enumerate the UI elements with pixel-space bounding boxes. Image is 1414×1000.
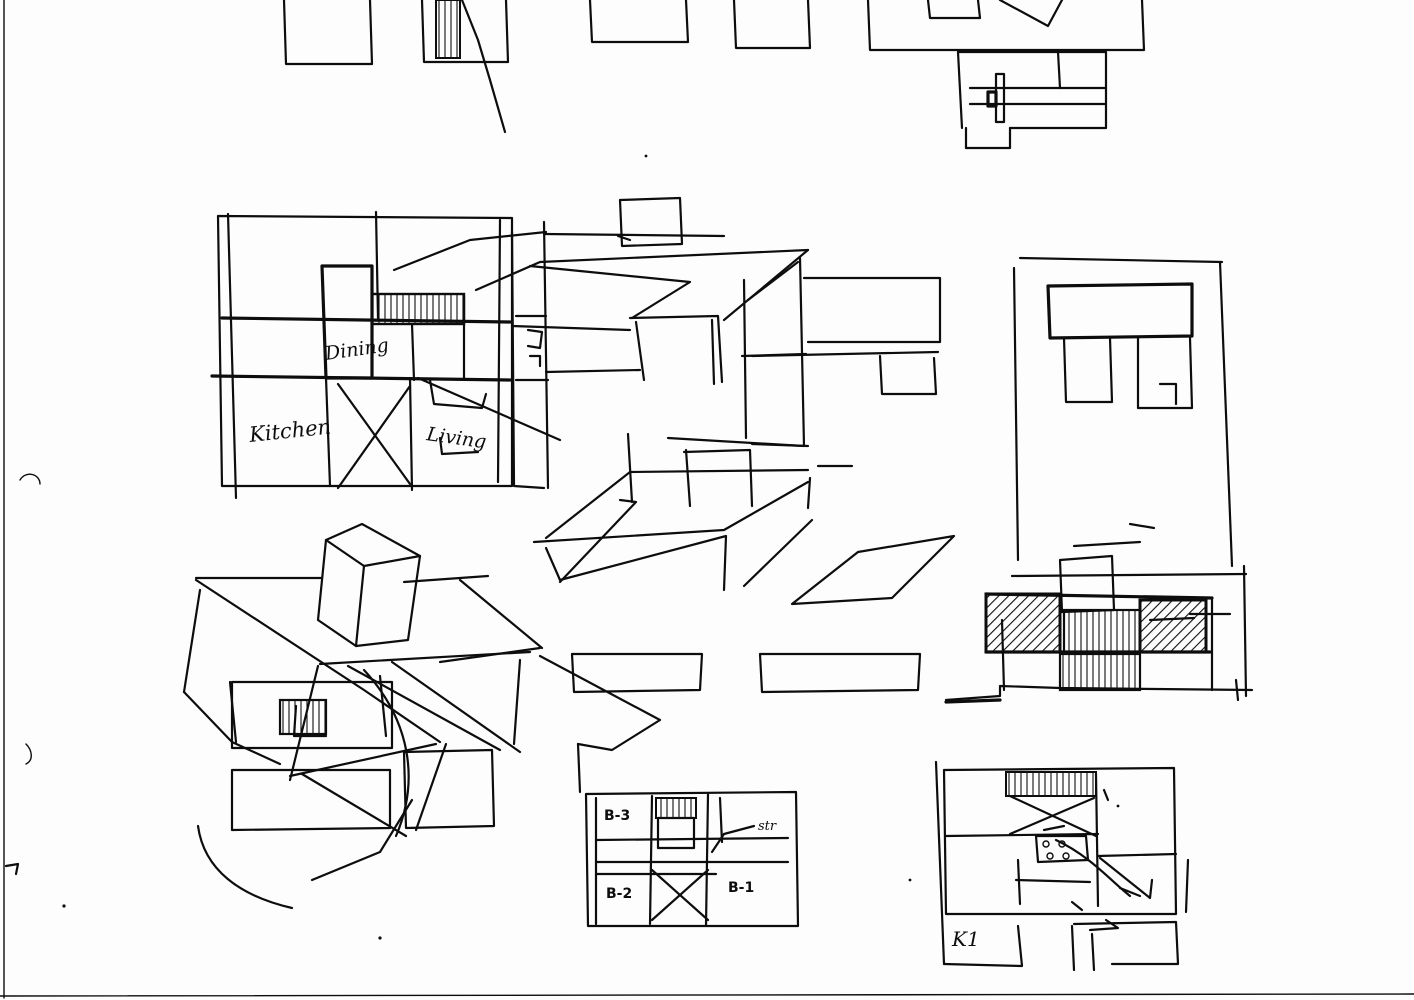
room-b3-label: B-3 [604, 808, 630, 824]
floor-plan-k1: K1 [934, 760, 1190, 972]
floor-plan-bedrooms: B-3 B-2 B-1 str [584, 790, 800, 928]
floor-plan-kitchen-dining-living: Kitchen Dining Living [210, 210, 562, 500]
stray-marks [4, 154, 1120, 940]
elevation-right [944, 256, 1254, 704]
room-b2-label: B-2 [606, 886, 632, 902]
k1-label: K1 [951, 927, 980, 951]
stair-label: str [758, 819, 777, 834]
isometric-volumes-left [182, 522, 662, 910]
top-strip-sketches [282, 0, 1146, 150]
dining-label: Dining [323, 334, 390, 365]
exploded-axonometric-center [392, 196, 956, 694]
kitchen-label: Kitchen [247, 415, 332, 448]
room-b1-label: B-1 [728, 880, 754, 896]
living-label: Living [424, 423, 487, 453]
